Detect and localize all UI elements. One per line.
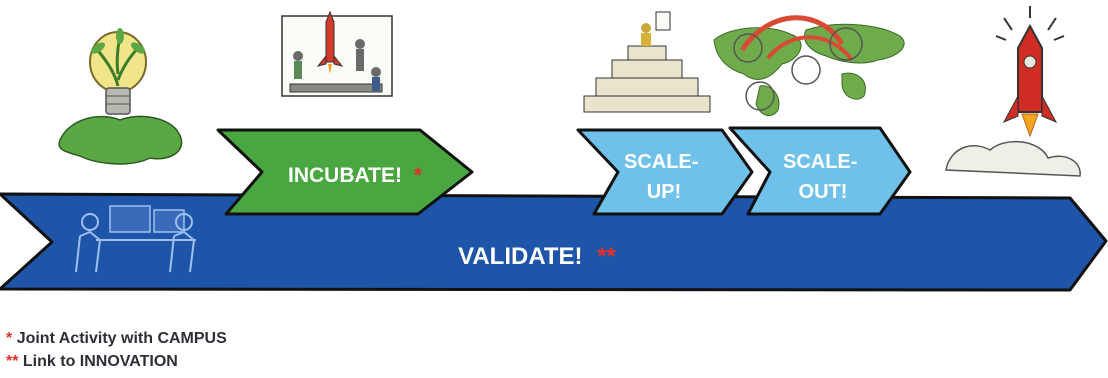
svg-text:SCALE- OUT!: SCALE- OUT! xyxy=(783,151,863,203)
scale-out-arrow: SCALE- OUT! xyxy=(728,126,912,216)
legend-marker: ** xyxy=(6,353,19,370)
scale-up-line2: UP! xyxy=(647,181,681,203)
svg-text:SCALE- UP!: SCALE- UP! xyxy=(624,151,704,203)
world-map-network-icon xyxy=(713,15,905,117)
incubate-marker: * xyxy=(414,164,423,187)
svg-text:INCUBATE! *: INCUBATE! * xyxy=(288,164,423,187)
legend-text: Joint Activity with CAMPUS xyxy=(16,330,227,347)
legend-marker: * xyxy=(6,330,13,347)
legend-text: Link to INNOVATION xyxy=(22,353,178,370)
scale-out-line2: OUT! xyxy=(799,181,848,203)
svg-text:VALIDATE! **: VALIDATE! ** xyxy=(458,243,616,270)
lightbulb-plant-europe-icon xyxy=(58,28,183,165)
scale-up-line1: SCALE- xyxy=(624,151,698,173)
validate-marker: ** xyxy=(597,243,616,270)
scale-out-line1: SCALE- xyxy=(783,151,857,173)
team-at-computers-icon xyxy=(75,205,196,273)
team-meeting-rocket-icon xyxy=(281,10,393,97)
scale-up-arrow: SCALE- UP! xyxy=(576,128,754,216)
legend-item-innovation: ** Link to INNOVATION xyxy=(6,353,178,371)
validate-arrow: VALIDATE! ** xyxy=(0,192,1108,292)
incubate-arrow: INCUBATE! * xyxy=(216,128,474,216)
legend-item-campus: * Joint Activity with CAMPUS xyxy=(6,330,227,348)
validate-label: VALIDATE! xyxy=(458,243,582,270)
rocket-launch-icon xyxy=(945,6,1081,177)
incubate-label: INCUBATE! xyxy=(288,164,402,187)
pyramid-presenter-icon xyxy=(583,11,711,113)
